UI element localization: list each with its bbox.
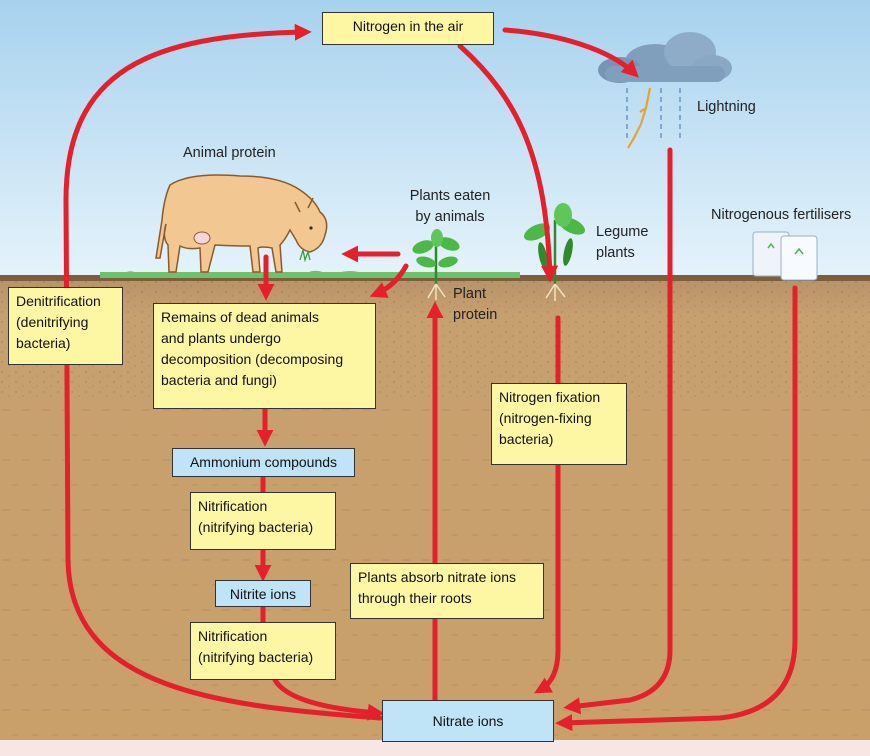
node-nitrite: Nitrite ions (215, 580, 311, 607)
cow-icon (155, 174, 328, 273)
label-plant-protein: Plant protein (453, 286, 498, 323)
arrow-lightning-to-nitrate (563, 147, 673, 715)
arrow-plant-to-remains (369, 263, 409, 298)
node-denitrification: Denitrification (denitrifying bacteria) (8, 287, 123, 365)
arrow-air-to-cloud (502, 27, 639, 78)
node-remains: Remains of dead animals and plants under… (153, 303, 376, 409)
grass-strip (100, 272, 520, 278)
node-nitrate: Nitrate ions (382, 700, 554, 742)
fertiliser-bag-icon (752, 231, 818, 281)
arrow-nitrification-to-nitrate (272, 677, 385, 721)
node-nitrification-1: Nitrification (nitrifying bacteria) (190, 492, 336, 550)
node-plants-absorb: Plants absorb nitrate ions through their… (350, 563, 544, 619)
label-animal-protein: Animal protein (183, 145, 276, 161)
arrow-denitrification-to-air (63, 23, 383, 721)
node-ammonium: Ammonium compounds (172, 448, 355, 477)
node-nitrogen-air: Nitrogen in the air (322, 12, 494, 45)
arrow-fixation-to-nitrate (534, 315, 561, 694)
arrow-fertiliser-to-nitrate (555, 285, 798, 732)
label-fertilisers: Nitrogenous fertilisers (711, 207, 852, 223)
arrow-air-to-legume (457, 43, 559, 283)
label-lightning: Lightning (697, 99, 756, 115)
node-nitrification-2: Nitrification (nitrifying bacteria) (190, 622, 336, 680)
grass-tuft (299, 249, 311, 263)
lightning-bolt-icon (627, 87, 652, 149)
label-plants-eaten: Plants eaten by animals (409, 188, 491, 225)
node-nitrogen-fixation: Nitrogen fixation (nitrogen-fixing bacte… (491, 383, 627, 465)
label-legume-plants: Legume plants (596, 224, 649, 261)
bottom-strip (0, 740, 870, 756)
seedling-icon (412, 229, 460, 300)
